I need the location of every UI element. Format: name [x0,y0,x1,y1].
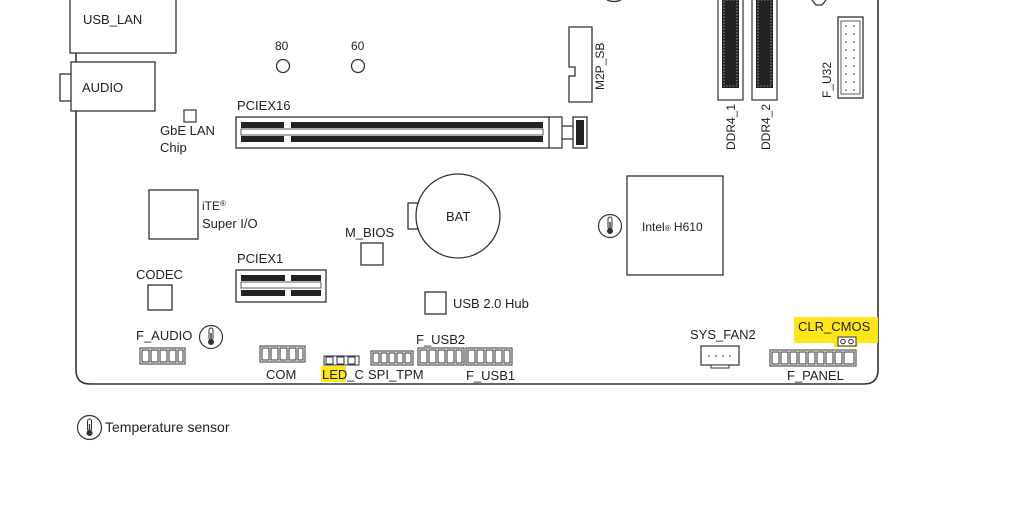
spi-tpm-header [370,350,414,366]
legend: Temperature sensor [76,414,230,440]
pciex1-slot [235,269,327,303]
clr-cmos-label: CLR_CMOS [798,319,871,334]
f-u32-pins [845,25,855,91]
com-label: COM [266,367,296,382]
ddr4-1-label: DDR4_1 [724,104,738,150]
pciex16-label: PCIEX16 [237,98,290,113]
m2-80-standoff [275,58,291,74]
audio-port [70,61,156,112]
com-header [259,345,306,363]
m2p-sb-label: M2P_SB [593,43,607,90]
led-c-header [323,355,360,366]
m-bios-chip [360,242,384,266]
super-io-label: Super I/O [202,216,258,231]
gbe-lan-chip [183,109,197,123]
legend-label: Temperature sensor [105,419,230,435]
spi-tpm-label: SPI_TPM [368,367,424,382]
thermometer-icon [198,324,224,350]
f-audio-header [139,347,186,365]
f-usb1-label: F_USB1 [466,368,515,383]
thermometer-icon [76,414,103,441]
usb-lan-port [69,0,177,54]
f-usb2-header [417,347,465,366]
battery [415,173,501,259]
board-outline [75,0,879,385]
f-u32-header [837,16,864,99]
m2-60-standoff [350,58,366,74]
ite-label: iTE® [202,199,226,213]
sys-fan2-header [700,345,740,369]
sys-fan2-label: SYS_FAN2 [690,327,756,342]
audio-label: AUDIO [82,80,123,95]
ddr4-1-slot [717,0,744,101]
usb20-hub-chip [424,291,447,315]
led-c-highlight [321,366,346,382]
f-usb2-label: F_USB2 [416,332,465,347]
ite-super-io-chip [148,189,199,240]
usb20-hub-label: USB 2.0 Hub [453,296,529,311]
ddr4-2-label: DDR4_2 [759,104,773,150]
f-u32-inner [840,20,861,95]
gbe-lan-label-1: GbE LAN [160,123,215,138]
thermometer-icon [597,213,623,239]
ddr4-2-slot [751,0,778,101]
pciex1-label: PCIEX1 [237,251,283,266]
f-audio-label: F_AUDIO [136,328,192,343]
intel-h610-label: Intel® H610 [642,220,703,234]
f-panel-label: F_PANEL [787,368,844,383]
top-partial-arc [606,0,622,3]
usb-lan-label: USB_LAN [83,12,142,27]
top-partial-shape [811,0,827,6]
m-bios-label: M_BIOS [345,225,394,240]
m2-60-label: 60 [351,39,365,53]
intel-h610-chipset [626,175,724,276]
m2-80-label: 80 [275,39,289,53]
gbe-lan-label-2: Chip [160,140,187,155]
codec-chip [147,284,173,311]
f-usb1-header [465,347,513,366]
battery-label: BAT [446,209,470,224]
f-u32-label: F_U32 [820,62,834,98]
f-panel-header [769,349,857,367]
clr-cmos-jumper [837,336,857,347]
led-c-label: LED_C [322,367,364,382]
m2p-sb-slot [568,26,593,103]
pciex16-slot [235,116,588,149]
codec-label: CODEC [136,267,183,282]
